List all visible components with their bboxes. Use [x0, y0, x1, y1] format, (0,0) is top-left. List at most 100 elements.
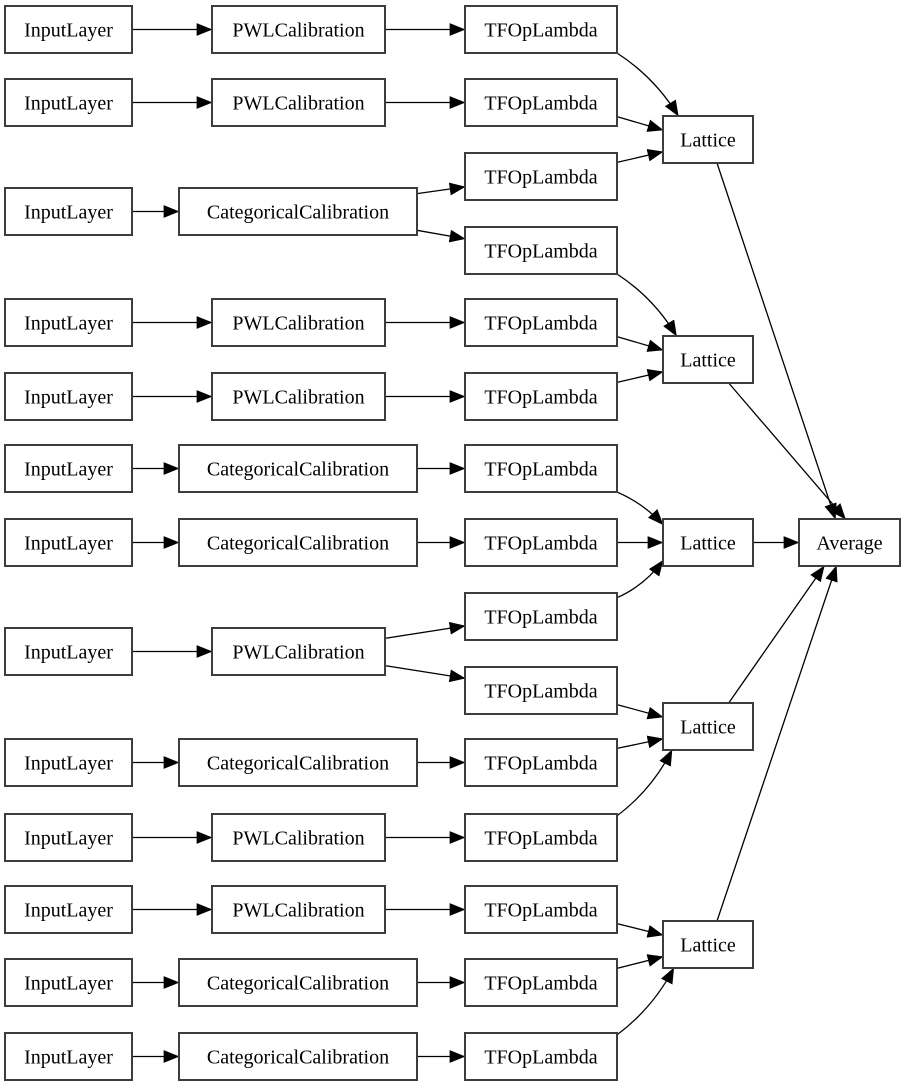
node-cal13: CategoricalCalibration	[178, 1032, 418, 1081]
node-label-avg: Average	[816, 532, 882, 554]
node-label-tfo15: TFOpLambda	[484, 1046, 597, 1068]
node-box-tfo4	[464, 226, 618, 275]
node-tfo6: TFOpLambda	[464, 372, 618, 421]
node-tfo4: TFOpLambda	[464, 226, 618, 275]
node-box-tfo6	[464, 372, 618, 421]
node-cal10: PWLCalibration	[211, 813, 386, 862]
node-tfo15: TFOpLambda	[464, 1032, 618, 1081]
node-box-lat5	[662, 920, 754, 969]
node-cal5: PWLCalibration	[211, 372, 386, 421]
node-box-tfo1	[464, 5, 618, 54]
node-box-tfo8	[464, 518, 618, 567]
node-label-tfo7: TFOpLambda	[484, 458, 597, 480]
node-tfo11: TFOpLambda	[464, 738, 618, 787]
node-box-cal3	[178, 187, 418, 236]
node-box-cal1	[211, 5, 386, 54]
node-in13: InputLayer	[4, 1032, 133, 1081]
node-box-lat1	[662, 115, 754, 164]
node-cal6: CategoricalCalibration	[178, 444, 418, 493]
node-label-cal1: PWLCalibration	[232, 19, 364, 41]
edge-tfo1-lat1	[616, 52, 679, 117]
node-label-lat4: Lattice	[680, 716, 736, 738]
node-cal1: PWLCalibration	[211, 5, 386, 54]
node-box-tfo7	[464, 444, 618, 493]
node-box-cal11	[211, 885, 386, 934]
edge-tfo13-lat5	[616, 922, 664, 938]
node-cal4: PWLCalibration	[211, 298, 386, 347]
node-label-tfo14: TFOpLambda	[484, 972, 597, 994]
node-box-in6	[4, 444, 133, 493]
node-in4: InputLayer	[4, 298, 133, 347]
edge-tfo14-lat5	[616, 954, 664, 970]
edge-tfo15-lat5	[616, 967, 675, 1036]
node-box-in4	[4, 298, 133, 347]
node-box-cal7	[178, 518, 418, 567]
edge-lat4-avg	[728, 565, 825, 704]
node-label-cal5: PWLCalibration	[232, 386, 364, 408]
node-box-in10	[4, 813, 133, 862]
edge-tfo9-lat3	[616, 559, 664, 599]
node-label-cal2: PWLCalibration	[232, 92, 364, 114]
edge-tfo3-lat1	[616, 148, 664, 164]
node-label-tfo9: TFOpLambda	[484, 606, 597, 628]
node-label-cal8: PWLCalibration	[232, 641, 364, 663]
node-label-in4: InputLayer	[24, 312, 113, 334]
node-label-cal12: CategoricalCalibration	[207, 972, 389, 994]
node-box-cal8	[211, 627, 386, 676]
node-box-cal9	[178, 738, 418, 787]
node-label-lat3: Lattice	[680, 532, 736, 554]
edge-tfo10-lat4	[616, 703, 664, 720]
node-label-tfo5: TFOpLambda	[484, 312, 597, 334]
node-tfo9: TFOpLambda	[464, 592, 618, 641]
node-box-cal12	[178, 958, 418, 1007]
node-box-tfo2	[464, 78, 618, 127]
node-box-in1	[4, 5, 133, 54]
node-lat5: Lattice	[662, 920, 754, 969]
node-label-cal11: PWLCalibration	[232, 899, 364, 921]
node-label-tfo8: TFOpLambda	[484, 532, 597, 554]
node-box-tfo10	[464, 666, 618, 715]
edge-tfo5-lat2	[616, 335, 664, 352]
node-in11: InputLayer	[4, 885, 133, 934]
node-label-lat1: Lattice	[680, 129, 736, 151]
edge-tfo2-lat1	[616, 115, 664, 132]
node-label-cal6: CategoricalCalibration	[207, 458, 389, 480]
node-tfo10: TFOpLambda	[464, 666, 618, 715]
node-box-cal5	[211, 372, 386, 421]
node-label-in10: InputLayer	[24, 827, 113, 849]
node-box-in11	[4, 885, 133, 934]
node-lat2: Lattice	[662, 335, 754, 384]
node-tfo2: TFOpLambda	[464, 78, 618, 127]
node-box-cal6	[178, 444, 418, 493]
node-label-in5: InputLayer	[24, 386, 113, 408]
node-box-lat2	[662, 335, 754, 384]
node-cal2: PWLCalibration	[211, 78, 386, 127]
node-box-tfo9	[464, 592, 618, 641]
node-box-tfo5	[464, 298, 618, 347]
edge-cal3-tfo4	[416, 229, 466, 243]
node-label-tfo12: TFOpLambda	[484, 827, 597, 849]
node-avg: Average	[798, 518, 901, 567]
node-box-in9	[4, 738, 133, 787]
node-label-in11: InputLayer	[24, 899, 113, 921]
node-label-tfo3: TFOpLambda	[484, 166, 597, 188]
node-label-cal3: CategoricalCalibration	[207, 201, 389, 223]
edge-lat1-avg	[716, 162, 837, 520]
edge-tfo12-lat4	[616, 749, 673, 817]
node-box-tfo11	[464, 738, 618, 787]
node-box-lat4	[662, 702, 754, 751]
node-in8: InputLayer	[4, 627, 133, 676]
node-in5: InputLayer	[4, 372, 133, 421]
node-in9: InputLayer	[4, 738, 133, 787]
edge-cal3-tfo3	[416, 182, 466, 196]
node-label-tfo13: TFOpLambda	[484, 899, 597, 921]
node-box-in12	[4, 958, 133, 1007]
node-cal8: PWLCalibration	[211, 627, 386, 676]
node-cal7: CategoricalCalibration	[178, 518, 418, 567]
edge-lat5-avg	[716, 565, 838, 922]
edge-tfo7-lat3	[616, 491, 664, 526]
node-box-cal10	[211, 813, 386, 862]
node-cal11: PWLCalibration	[211, 885, 386, 934]
node-label-in6: InputLayer	[24, 458, 113, 480]
